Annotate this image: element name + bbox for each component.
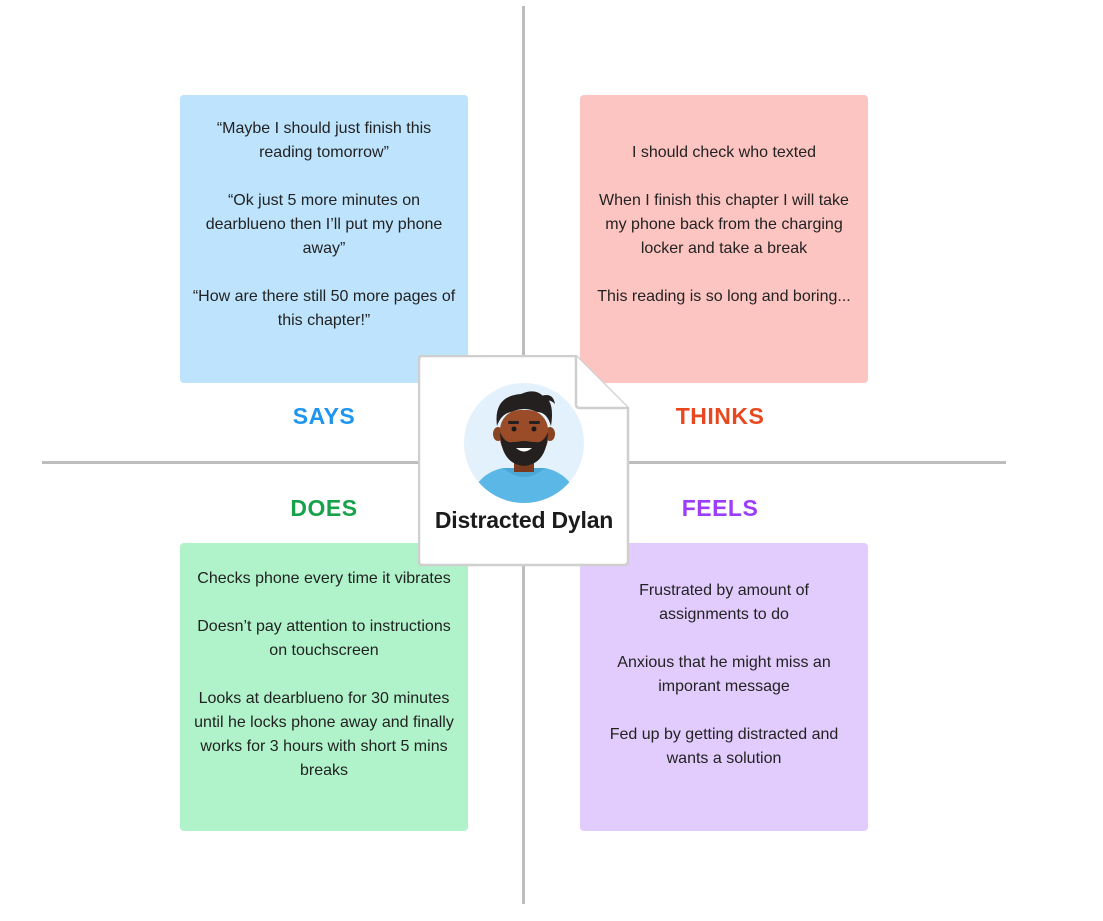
- says-sticky-note[interactable]: “Maybe I should just finish this reading…: [180, 95, 468, 383]
- thinks-item: This reading is so long and boring...: [597, 288, 851, 305]
- says-item: “Ok just 5 more minutes on dearblueno th…: [205, 192, 443, 257]
- avatar: [464, 383, 584, 503]
- thinks-item: When I finish this chapter I will take m…: [599, 192, 849, 257]
- persona-card[interactable]: Distracted Dylan: [418, 355, 630, 567]
- feels-item: Anxious that he might miss an imporant m…: [617, 654, 831, 695]
- feels-label: FEELS: [681, 495, 759, 521]
- feels-item: Fed up by getting distracted and wants a…: [609, 726, 839, 767]
- says-label: SAYS: [292, 403, 356, 429]
- says-item: “How are there still 50 more pages of th…: [192, 288, 456, 329]
- does-item: Doesn’t pay attention to instructions on…: [197, 618, 451, 659]
- persona-name: Distracted Dylan: [434, 507, 614, 533]
- does-item: Looks at dearblueno for 30 minutes until…: [194, 690, 454, 779]
- does-item: Checks phone every time it vibrates: [197, 570, 451, 587]
- says-item: “Maybe I should just finish this reading…: [216, 120, 432, 161]
- feels-sticky-note[interactable]: Frustrated by amount of assignments to d…: [580, 543, 868, 831]
- does-sticky-note[interactable]: Checks phone every time it vibrates Does…: [180, 543, 468, 831]
- feels-item: Frustrated by amount of assignments to d…: [639, 582, 809, 623]
- does-label: DOES: [290, 495, 358, 521]
- thinks-item: I should check who texted: [631, 144, 817, 161]
- thinks-sticky-note[interactable]: I should check who texted When I finish …: [580, 95, 868, 383]
- thinks-label: THINKS: [675, 403, 765, 429]
